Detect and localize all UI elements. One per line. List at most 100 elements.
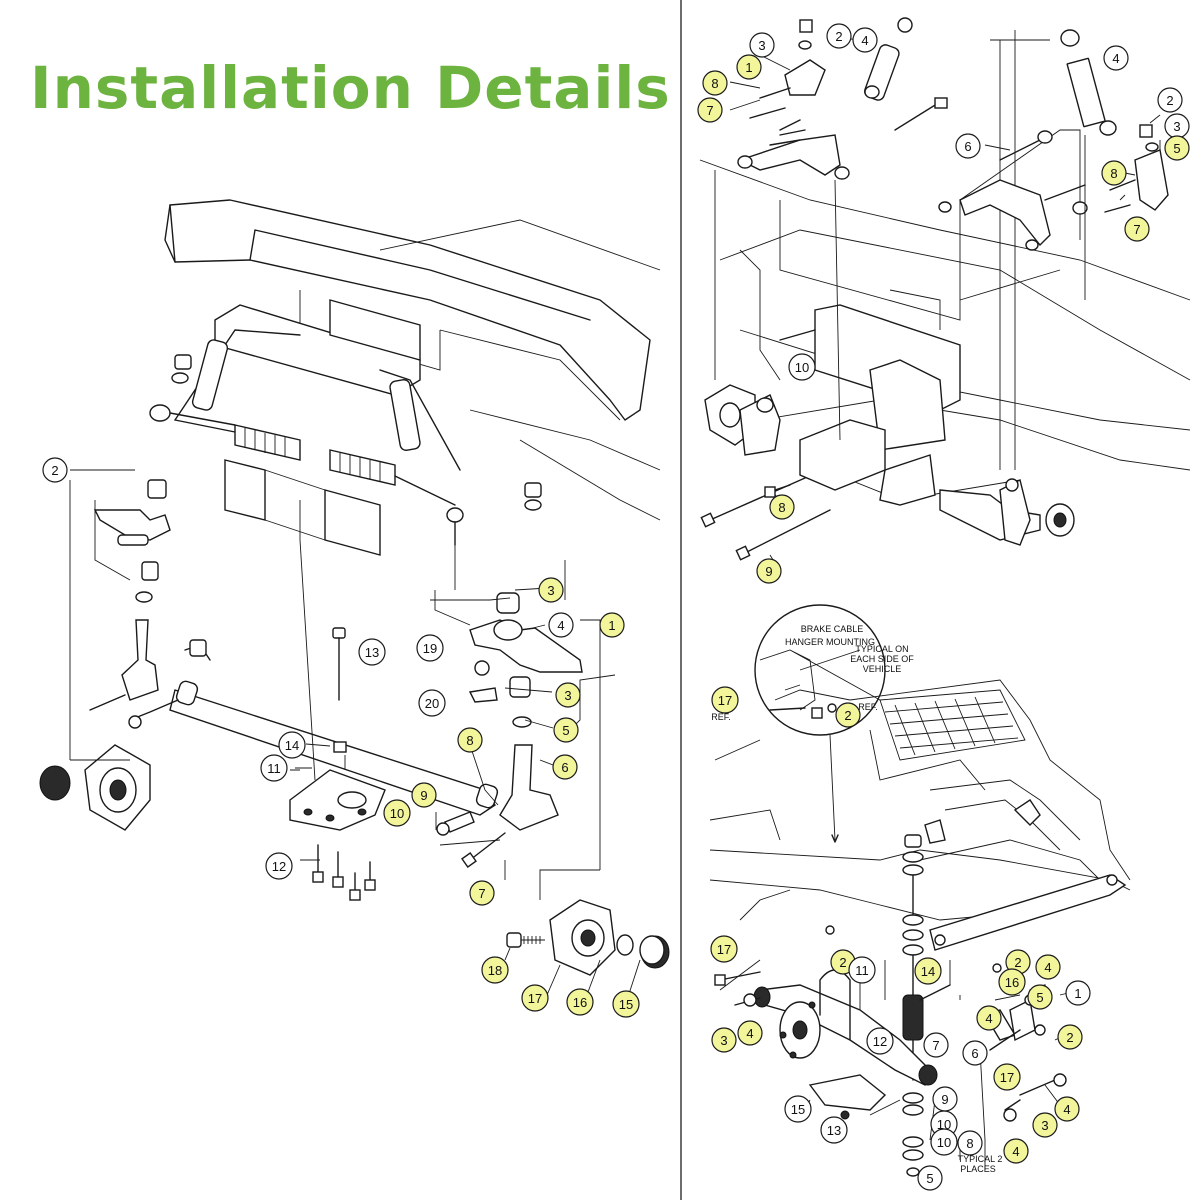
callout-front-18: 18 (481, 956, 509, 984)
callout-number: 3 (758, 38, 765, 53)
callout-front-17: 17 (521, 984, 549, 1012)
callout-circle (756, 558, 782, 584)
callout-number: 10 (937, 1135, 951, 1150)
callout-circle (612, 990, 640, 1018)
callout-upper-right-5: 5 (1164, 135, 1190, 161)
callout-number: 4 (1044, 960, 1051, 975)
callout-number: 9 (765, 564, 772, 579)
callout-upper-right-8: 8 (702, 70, 728, 96)
callout-number: 8 (778, 500, 785, 515)
callout-lower-right-8: 8 (957, 1130, 983, 1156)
callout-number: 14 (285, 738, 299, 753)
callout-circle (553, 717, 579, 743)
callout-lower-right-3: 3 (1032, 1112, 1058, 1138)
callout-upper-right-7: 7 (697, 97, 723, 123)
callout-circle (552, 754, 578, 780)
callout-circle (1054, 1096, 1080, 1122)
callout-number: 2 (51, 463, 58, 478)
callout-number: 4 (746, 1026, 753, 1041)
inset-title-line-2: HANGER MOUNTING (785, 637, 875, 647)
callout-number: 4 (985, 1011, 992, 1026)
callout-circle (749, 32, 775, 58)
callout-circle (976, 1005, 1002, 1031)
callout-number: 2 (844, 708, 851, 723)
callout-number: 9 (941, 1092, 948, 1107)
callout-lower-right-5: 5 (917, 1165, 943, 1191)
callout-upper-right-4: 4 (852, 27, 878, 53)
callout-circle (962, 1040, 988, 1066)
callout-front-3: 3 (538, 577, 564, 603)
callout-number: 1 (608, 618, 615, 633)
callout-circle (278, 731, 306, 759)
callout-number: 2 (1014, 955, 1021, 970)
callout-front-14: 14 (278, 731, 306, 759)
callout-number: 17 (718, 693, 732, 708)
callout-front-7: 7 (469, 880, 495, 906)
callout-number: 16 (573, 995, 587, 1010)
callout-number: 7 (1133, 222, 1140, 237)
page-title: Installation Details (30, 54, 671, 122)
callout-front-15: 15 (612, 990, 640, 1018)
callout-circle (923, 1032, 949, 1058)
callout-number: 10 (937, 1117, 951, 1132)
upper-right-drawing (699, 17, 1191, 564)
callout-number: 6 (561, 760, 568, 775)
callout-front-12: 12 (265, 852, 293, 880)
callout-circle (469, 880, 495, 906)
callout-circle (599, 612, 625, 638)
callout-circle (826, 23, 852, 49)
callout-number: 2 (839, 955, 846, 970)
callout-front-8: 8 (457, 727, 483, 753)
inset-note-line-3: VEHICLE (863, 664, 902, 674)
inset-note-line-1: TYPICAL ON (855, 644, 908, 654)
callout-number: 3 (564, 688, 571, 703)
callout-circle (265, 852, 293, 880)
callout-circle (711, 1027, 737, 1053)
callout-circle (866, 1027, 894, 1055)
callout-circle (260, 754, 288, 782)
callout-circle (784, 1095, 812, 1123)
callout-front-10: 10 (383, 799, 411, 827)
callout-upper-right-3: 3 (1164, 113, 1190, 139)
callout-number: 20 (425, 696, 439, 711)
callout-circle (42, 457, 68, 483)
callout-circle (917, 1165, 943, 1191)
callout-circle (914, 957, 942, 985)
callout-circle (1003, 1138, 1029, 1164)
callout-number: 3 (1041, 1118, 1048, 1133)
callout-lower-right-4: 4 (1054, 1096, 1080, 1122)
callout-number: 2 (1066, 1030, 1073, 1045)
callout-number: 17 (528, 991, 542, 1006)
callout-circle (1027, 984, 1053, 1010)
callout-upper-right-2: 2 (1157, 87, 1183, 113)
callout-number: 5 (1036, 990, 1043, 1005)
callout-circle (1065, 980, 1091, 1006)
callout-circle (1035, 954, 1061, 980)
callout-number: 4 (1112, 51, 1119, 66)
callout-lower-right-12: 12 (866, 1027, 894, 1055)
callout-circle (710, 935, 738, 963)
callout-lower-right-13: 13 (820, 1116, 848, 1144)
bottom-note-line-2: PLACES (960, 1164, 996, 1174)
callout-number: 3 (720, 1033, 727, 1048)
callout-number: 8 (966, 1136, 973, 1151)
callout-number: 3 (547, 583, 554, 598)
callout-circle (820, 1116, 848, 1144)
callout-circle (521, 984, 549, 1012)
callout-circle (993, 1063, 1021, 1091)
callout-lower-right-17: 17 (993, 1063, 1021, 1091)
callout-number: 15 (619, 997, 633, 1012)
brake-cable-inset-text: BRAKE CABLE HANGER MOUNTING TYPICAL ON E… (711, 624, 1002, 1174)
lower-right-drawing (709, 604, 1131, 1177)
callout-number: 17 (1000, 1070, 1014, 1085)
callout-circle (711, 686, 739, 714)
callout-circle (411, 782, 437, 808)
callout-circle (788, 353, 816, 381)
callout-front-16: 16 (566, 988, 594, 1016)
callout-number: 9 (420, 788, 427, 803)
callout-number: 7 (932, 1038, 939, 1053)
callout-front-5: 5 (553, 717, 579, 743)
callout-lower-right-9: 9 (932, 1086, 958, 1112)
callout-number: 8 (711, 76, 718, 91)
